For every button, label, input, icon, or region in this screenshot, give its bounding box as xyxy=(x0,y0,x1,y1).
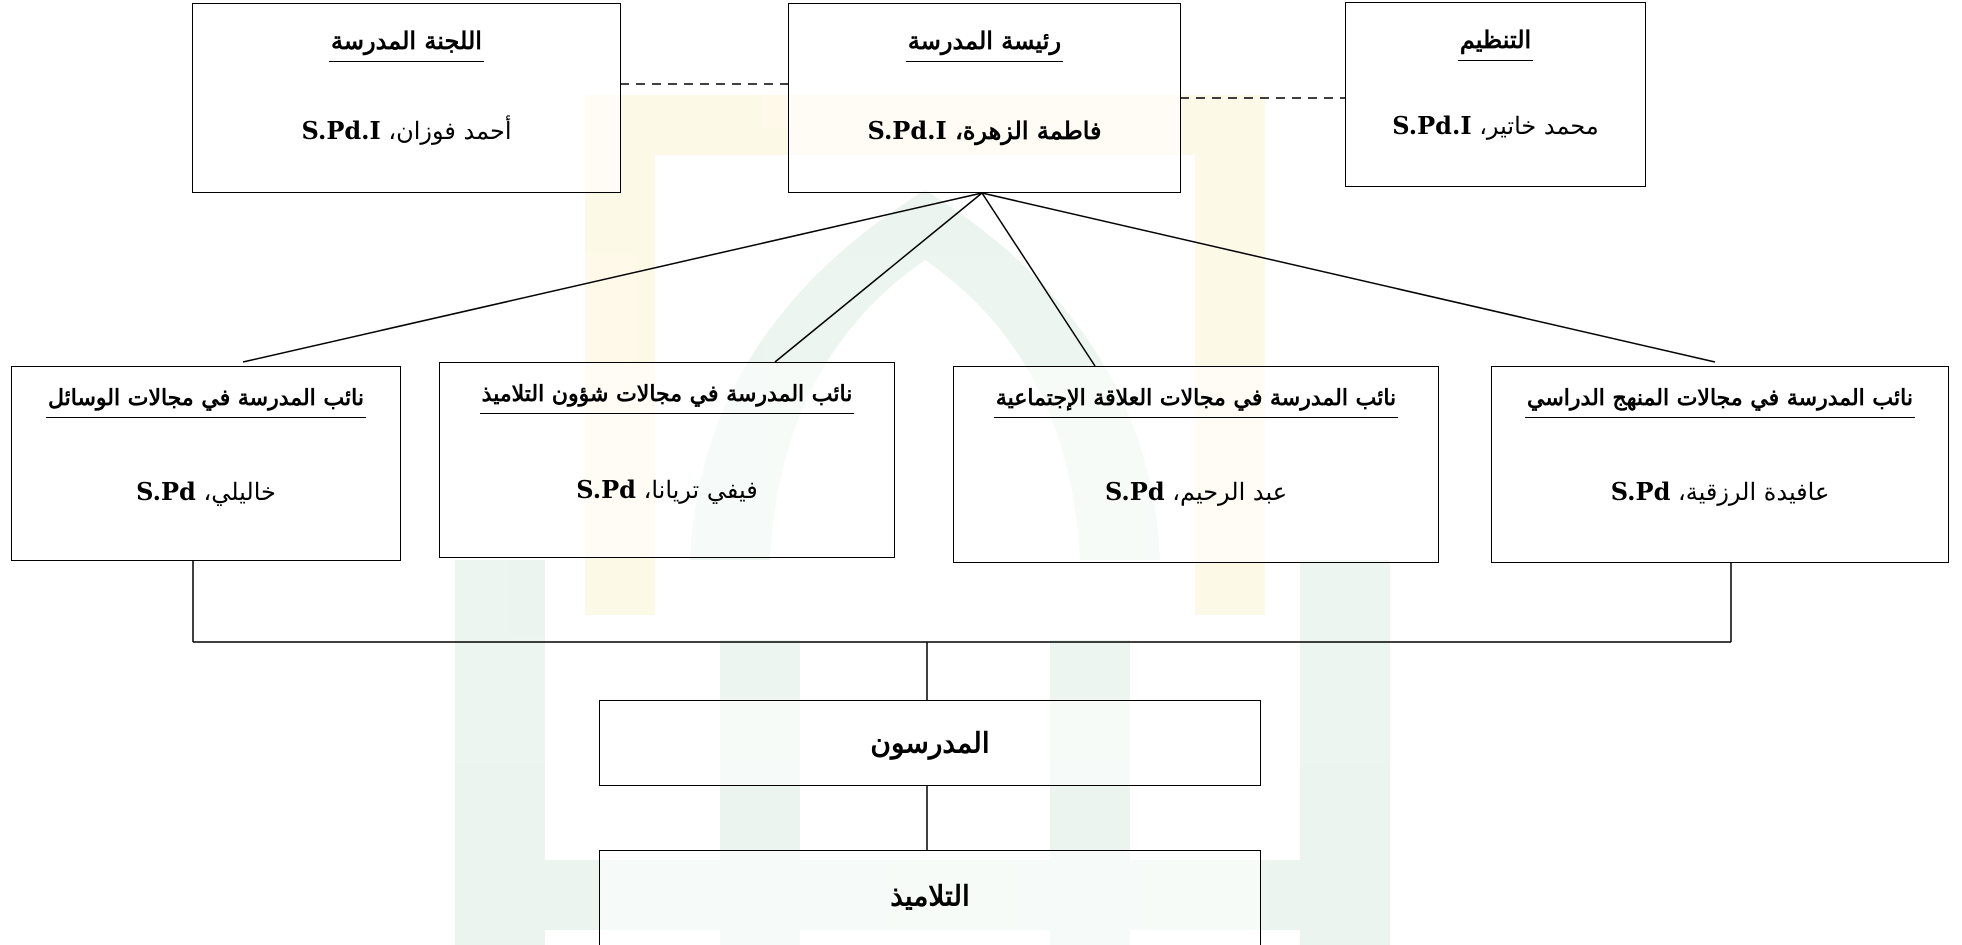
vice-box-facilities: نائب المدرسة في مجالات الوسائل خاليلي، S… xyxy=(11,366,401,561)
students-label: التلاميذ xyxy=(890,879,970,913)
head-title: رئيسة المدرسة xyxy=(789,26,1180,62)
head-member: فاطمة الزهرة، S.Pd.I xyxy=(867,116,1102,145)
vice-title: نائب المدرسة في مجالات العلاقة الإجتماعي… xyxy=(954,385,1438,418)
link-head-vice-1 xyxy=(242,192,983,363)
vice-box-student-affairs: نائب المدرسة في مجالات شؤون التلاميذ فيف… xyxy=(439,362,895,558)
committee-member: أحمد فوزان، S.Pd.I xyxy=(301,116,512,145)
vice-member: خاليلي، S.Pd xyxy=(136,477,276,506)
vice-title: نائب المدرسة في مجالات المنهج الدراسي xyxy=(1492,385,1948,418)
head-box: رئيسة المدرسة فاطمة الزهرة، S.Pd.I xyxy=(788,3,1181,193)
vice-title: نائب المدرسة في مجالات شؤون التلاميذ xyxy=(440,381,894,414)
organization-title: التنظيم xyxy=(1346,25,1645,61)
vice-member: عبد الرحيم، S.Pd xyxy=(1104,477,1288,506)
committee-title: اللجنة المدرسة xyxy=(193,26,620,62)
students-box: التلاميذ xyxy=(599,850,1261,945)
teachers-label: المدرسون xyxy=(870,726,990,760)
link-head-vice-3 xyxy=(981,192,1096,367)
teachers-box: المدرسون xyxy=(599,700,1261,786)
vice-member: فيفي تريانا، S.Pd xyxy=(576,475,758,504)
link-head-vice-4 xyxy=(981,192,1716,363)
link-head-vice-2 xyxy=(774,192,983,363)
committee-box: اللجنة المدرسة أحمد فوزان، S.Pd.I xyxy=(192,3,621,193)
organization-member: محمد خاتير، S.Pd.I xyxy=(1392,111,1599,140)
vice-title: نائب المدرسة في مجالات الوسائل xyxy=(12,385,400,418)
vice-box-public-relations: نائب المدرسة في مجالات العلاقة الإجتماعي… xyxy=(953,366,1439,563)
organization-box: التنظيم محمد خاتير، S.Pd.I xyxy=(1345,2,1646,187)
vice-member: عافيدة الرزقية، S.Pd xyxy=(1610,477,1830,506)
vice-box-curriculum: نائب المدرسة في مجالات المنهج الدراسي عا… xyxy=(1491,366,1949,563)
